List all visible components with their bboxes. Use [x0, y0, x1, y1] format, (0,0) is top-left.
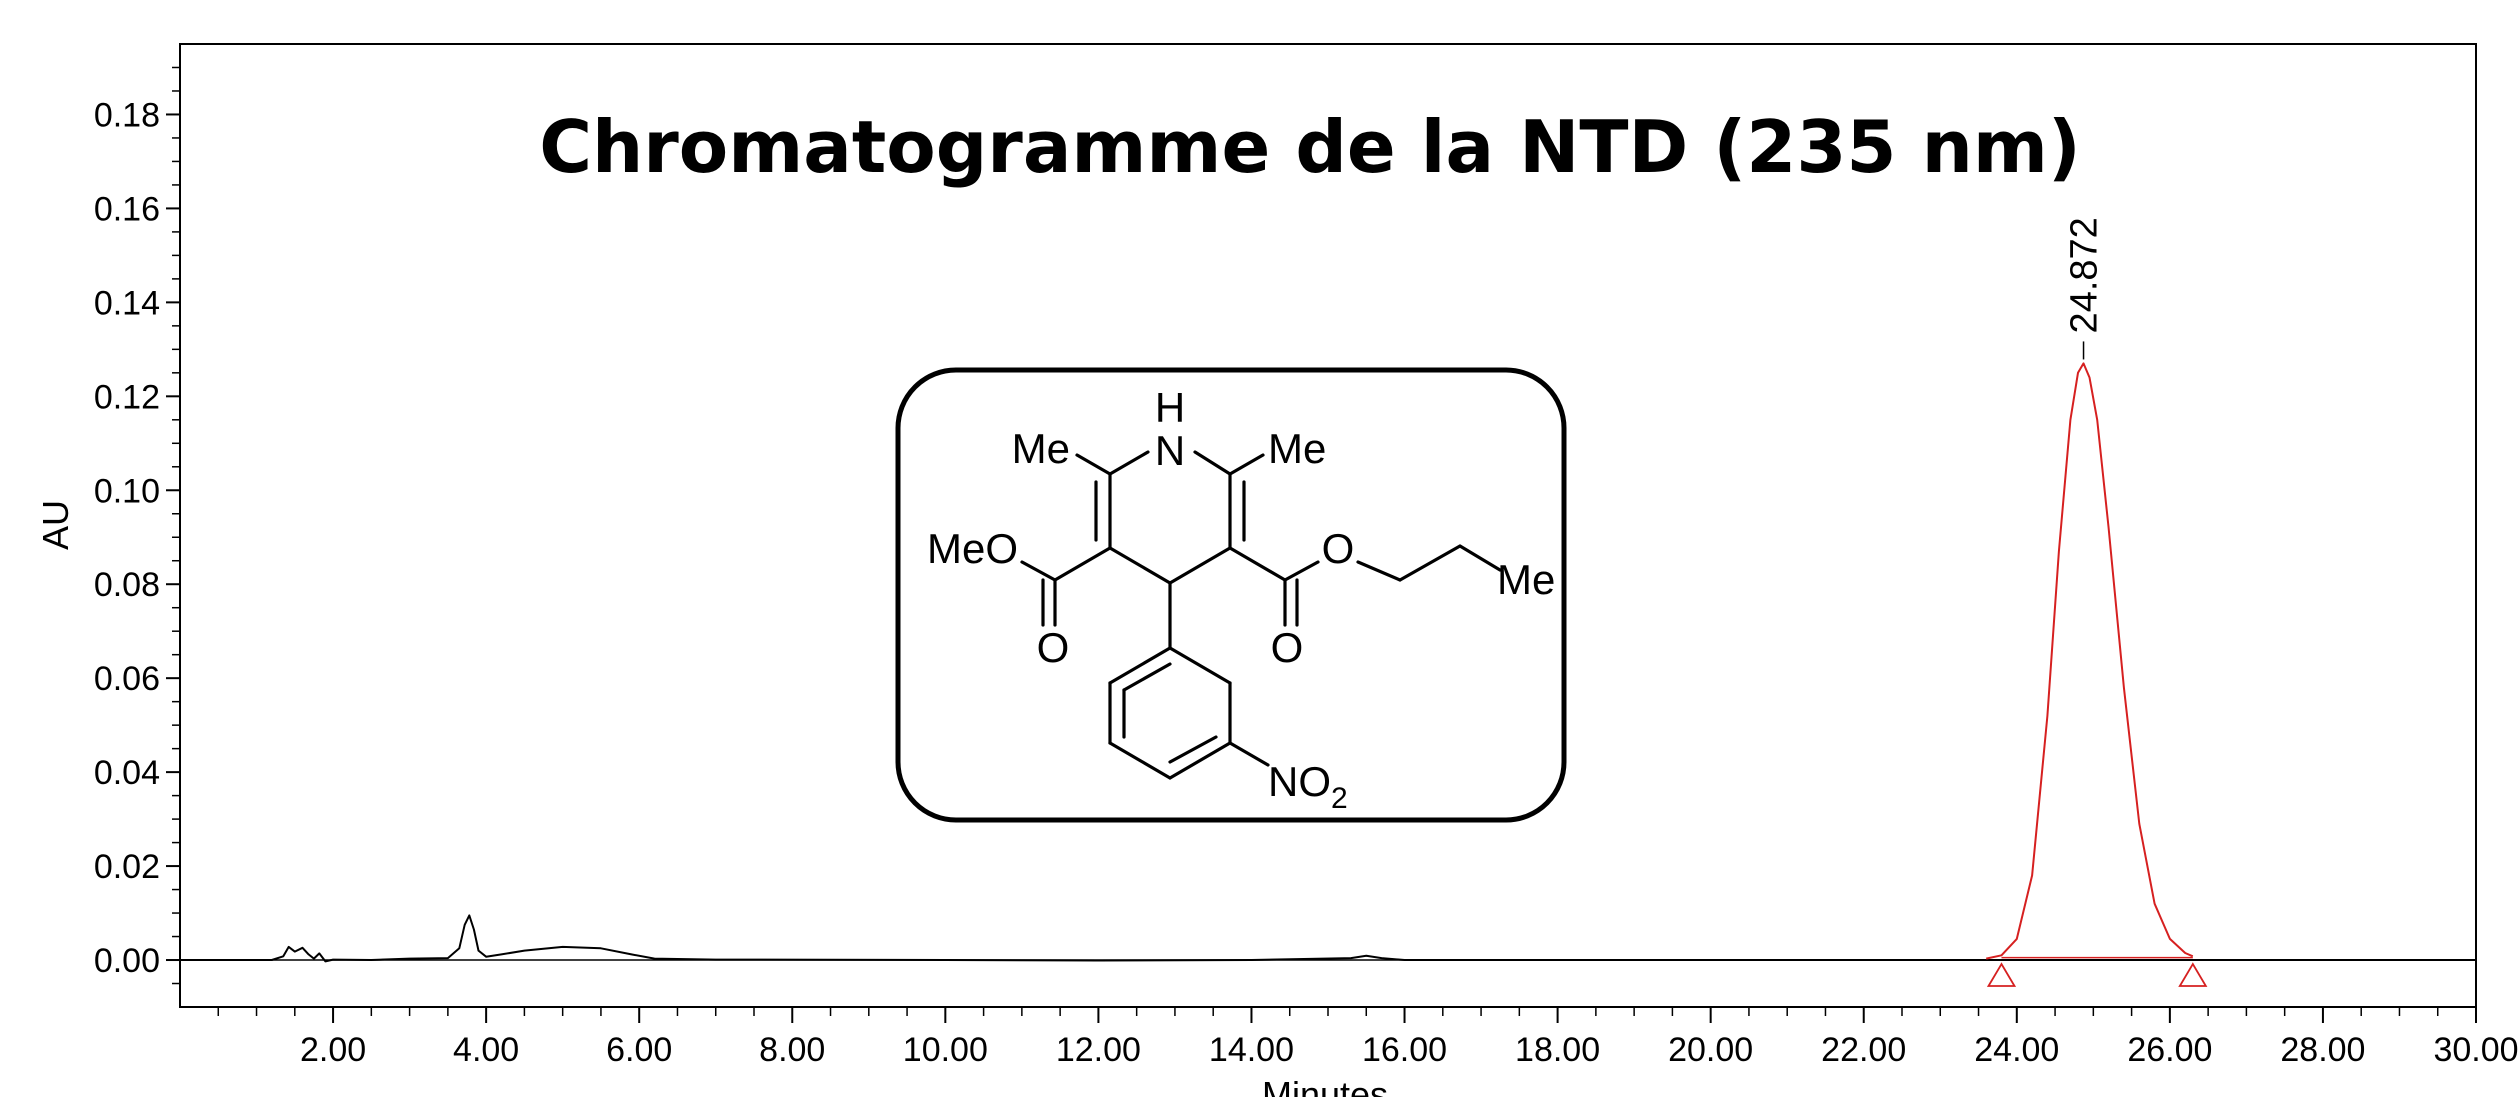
x-tick-label: 14.00	[1209, 1031, 1294, 1069]
x-tick-label: 4.00	[453, 1031, 519, 1069]
structure-inset: H N Me Me MeO O Me O O NO2	[895, 367, 1567, 823]
x-tick-label: 8.00	[759, 1031, 825, 1069]
x-tick-label: 28.00	[2280, 1031, 2365, 1069]
x-axis-title: Minutes	[1262, 1074, 1388, 1097]
x-tick-label: 22.00	[1821, 1031, 1906, 1069]
structure-bonds	[1020, 450, 1502, 780]
atom-me-left: Me	[1012, 425, 1070, 472]
y-tick-label: 0.10	[94, 472, 160, 510]
y-tick-label: 0.00	[94, 942, 160, 980]
x-tick-label: 24.00	[1974, 1031, 2059, 1069]
peak-annotation: 24.872	[1986, 217, 2208, 987]
y-tick-label: 0.18	[94, 96, 160, 134]
peak-label: 24.872	[2064, 217, 2106, 333]
x-tick-label: 18.00	[1515, 1031, 1600, 1069]
nitro-subscript: 2	[1331, 782, 1348, 815]
atom-h: H	[1155, 384, 1185, 431]
structure-box	[895, 367, 1567, 823]
series-line-1	[1985, 362, 2194, 960]
x-tick-label: 6.00	[606, 1031, 672, 1069]
y-tick-label: 0.16	[94, 190, 160, 228]
x-tick-label: 20.00	[1668, 1031, 1753, 1069]
series-line-0	[180, 914, 2476, 963]
atom-nitro: NO2	[1268, 758, 1348, 815]
atom-me-right: Me	[1268, 425, 1326, 472]
atom-o-ester-right: O	[1322, 525, 1355, 572]
x-tick-label: 26.00	[2127, 1031, 2212, 1069]
x-tick-label: 30.00	[2433, 1031, 2518, 1069]
atom-o-carbonyl-right: O	[1271, 624, 1304, 671]
y-tick-label: 0.06	[94, 660, 160, 698]
y-tick-label: 0.04	[94, 754, 160, 792]
x-axis: 2.00 4.00 6.00 8.00 10.00 12.00 14.00 16.00 18.0…	[217, 1007, 2519, 1069]
y-axis-title: AU	[35, 500, 76, 550]
atom-o-carbonyl-left: O	[1037, 624, 1070, 671]
peak-start-marker	[1986, 962, 2017, 987]
y-axis: 0.00 0.02 0.04 0.06 0.08 0.10 0.12 0.14 0.16 0.18	[94, 66, 180, 985]
atom-me-propyl: Me	[1497, 556, 1555, 603]
x-tick-label: 16.00	[1362, 1031, 1447, 1069]
x-tick-label: 2.00	[300, 1031, 366, 1069]
y-tick-label: 0.08	[94, 566, 160, 604]
atom-meo-left: MeO	[927, 525, 1018, 572]
x-tick-label: 10.00	[903, 1031, 988, 1069]
y-tick-label: 0.02	[94, 848, 160, 886]
nitro-text: NO	[1268, 758, 1331, 805]
y-tick-label: 0.14	[94, 284, 160, 322]
series-layer	[180, 362, 2476, 963]
x-tick-label: 12.00	[1056, 1031, 1141, 1069]
peak-end-marker	[2178, 962, 2208, 987]
chart-title: Chromatogramme de la NTD (235 nm)	[539, 105, 2081, 189]
atom-n: N	[1155, 427, 1185, 474]
y-tick-label: 0.12	[94, 378, 160, 416]
